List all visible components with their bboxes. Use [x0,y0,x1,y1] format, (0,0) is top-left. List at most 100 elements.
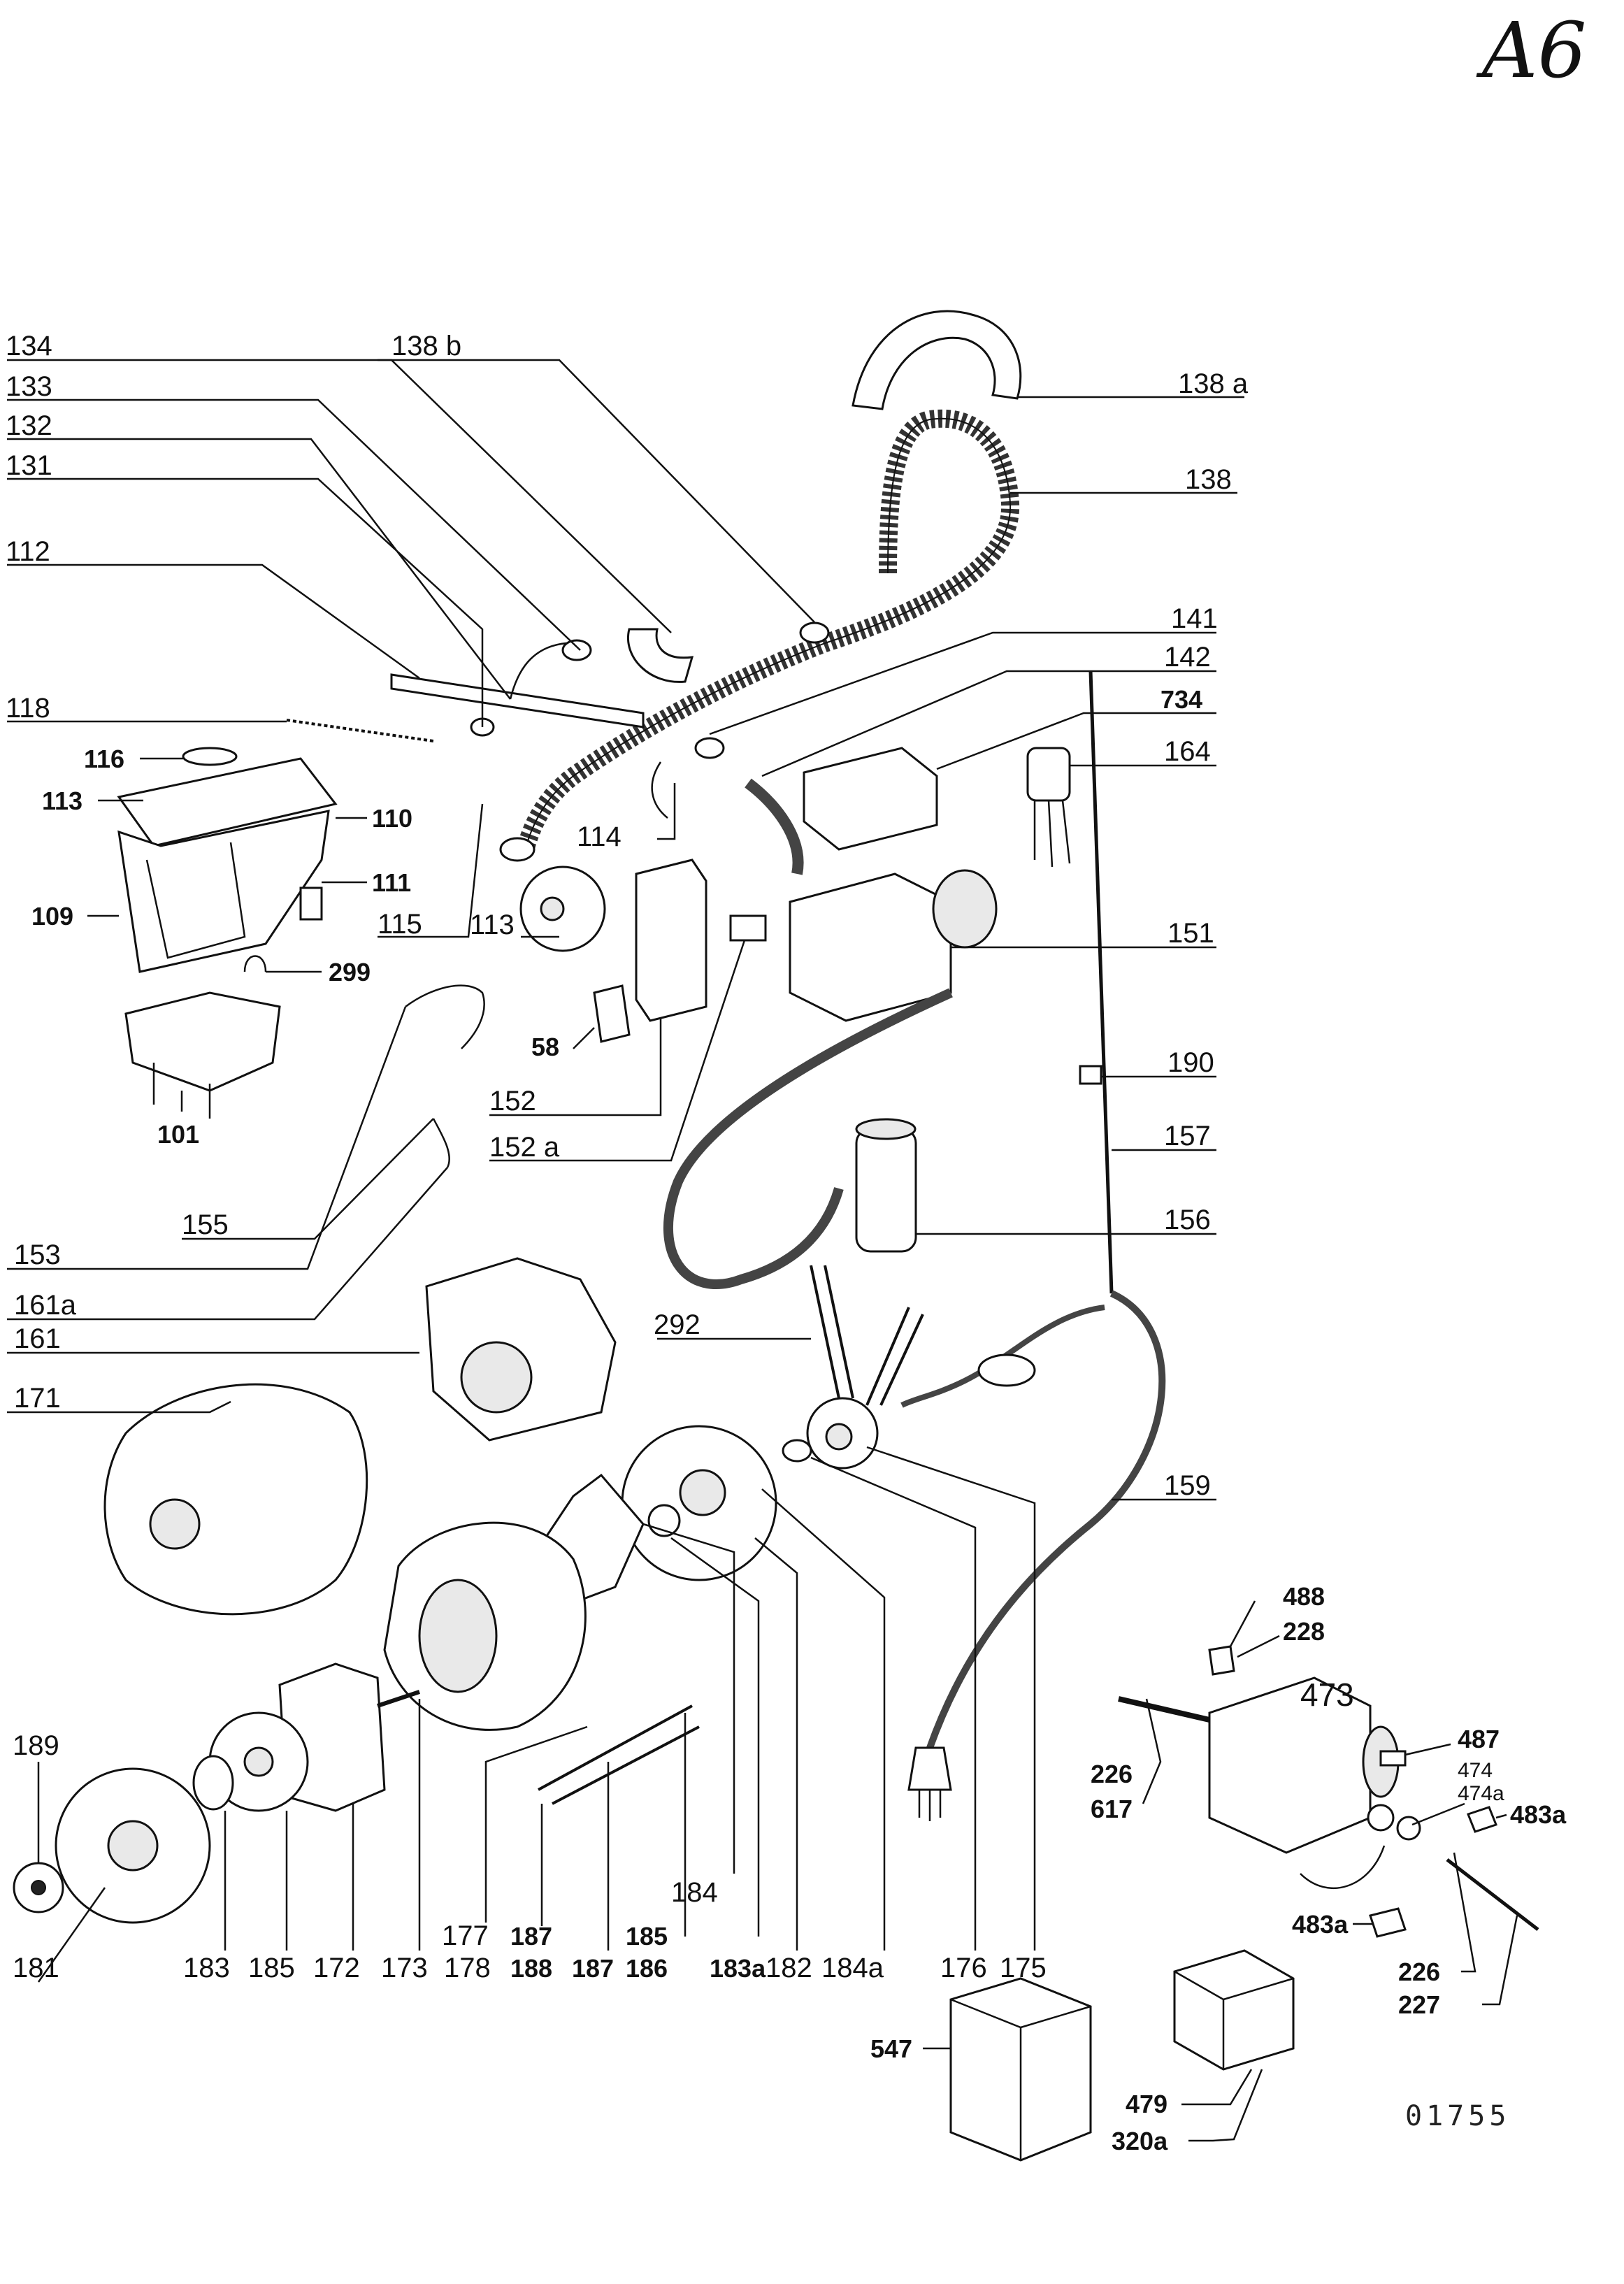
module-479 [1173,1949,1295,2071]
dispenser-tray-101 [124,991,281,1092]
capacitor-top [855,1118,917,1140]
washer-474 [1367,1804,1395,1832]
leader-58 [573,1027,595,1049]
label-186: 186 [626,1954,668,1983]
label-155: 155 [182,1209,229,1240]
label-228: 228 [1283,1617,1325,1646]
label-474a: 474a [1458,1782,1504,1805]
label-132: 132 [6,410,52,441]
frame-hub [149,1498,201,1550]
label-142: 142 [1164,642,1211,673]
nut-483a-lower [1369,1907,1407,1938]
part-labels: 134 133 132 131 112 118 116 113 110 111 … [6,331,1567,2155]
label-483a-lower: 483a [1292,1910,1349,1939]
hose-loop [663,988,953,1289]
label-474: 474 [1458,1759,1493,1782]
label-189: 189 [13,1730,59,1761]
clamp-133 [561,639,592,661]
label-172: 172 [313,1953,360,1983]
label-113: 113 [42,787,82,815]
label-183a: 183a [710,1954,766,1983]
pump-motor [932,869,998,949]
label-178: 178 [444,1953,491,1983]
leader-138b [378,359,815,623]
leader-132 [7,438,511,700]
leader-115 [378,803,484,938]
capacitor-156 [855,1128,917,1253]
connector-58 [593,984,631,1043]
tie-rod-188 [552,1725,700,1805]
label-112: 112 [6,536,50,567]
label-153: 153 [14,1240,61,1270]
screw-487 [1379,1750,1407,1767]
label-184: 184 [671,1877,718,1908]
dispenser-lid-110 [117,757,338,847]
wire-155 [432,1118,450,1168]
label-113-timer: 113 [470,910,515,940]
stator-bore [418,1579,498,1693]
leader-142 [761,670,1216,777]
dispenser-body-109 [117,810,330,973]
cable-157 [1088,670,1114,1294]
leader-lines [7,359,1518,2142]
tube-132 [509,642,567,700]
rod-227 [1446,1858,1539,1931]
label-134: 134 [6,331,52,361]
leader-734 [936,712,1216,770]
label-187: 187 [510,1922,552,1951]
leader-177 [484,1725,588,1923]
nut-483a-right [1467,1806,1497,1833]
spring-118 [286,719,434,742]
label-185: 185 [248,1953,295,1983]
suppressor-wires [1033,800,1071,868]
leader-479 [1181,2069,1253,2106]
leader-184 [642,1523,735,1874]
leader-184a [761,1488,886,1951]
label-547: 547 [870,2034,912,2063]
label-320a: 320a [1112,2127,1168,2155]
knob-488 [1208,1645,1235,1676]
label-182: 182 [766,1953,812,1983]
label-138b: 138 b [391,331,461,361]
label-183: 183 [183,1953,230,1983]
washer-474a [1396,1816,1421,1841]
label-188: 188 [510,1954,552,1983]
tray-legs [152,1063,211,1119]
connector-152a [729,914,767,942]
leader-617 [1142,1698,1162,1804]
bushing-176 [782,1439,812,1463]
leader-175 [866,1446,1036,1951]
label-101: 101 [157,1120,199,1149]
label-141: 141 [1171,603,1218,634]
leader-161a [7,1167,448,1321]
dispenser-inner [145,842,246,959]
bracket-112 [390,673,645,728]
label-161: 161 [14,1323,61,1354]
cable-159 [926,1290,1166,1749]
label-156: 156 [1164,1205,1211,1235]
label-159: 159 [1164,1470,1211,1501]
lever-114 [651,761,668,819]
leader-114 [657,783,676,840]
plug-pins [918,1790,942,1821]
label-114: 114 [577,821,621,852]
serial-number: 01755 [1405,2100,1510,2132]
armature-shaft [377,1690,420,1708]
leader-474a [1411,1802,1465,1826]
label-187-rod: 187 [572,1954,614,1983]
label-227: 227 [1398,1990,1440,2019]
label-161a: 161a [14,1290,77,1321]
module-479-edges [1174,1970,1294,2069]
label-116: 116 [84,745,124,773]
label-185-rod: 185 [626,1922,668,1951]
hose-hanger-138a [851,310,1022,410]
label-173: 173 [381,1953,428,1983]
leader-176 [810,1456,977,1951]
wire-153 [405,984,485,1049]
label-226-lower: 226 [1398,1958,1440,1986]
leader-320a [1188,2069,1263,2142]
timer-hub [540,896,565,921]
leader-131 [7,477,484,727]
hose-elbow-134 [627,628,694,683]
label-133: 133 [6,371,52,402]
